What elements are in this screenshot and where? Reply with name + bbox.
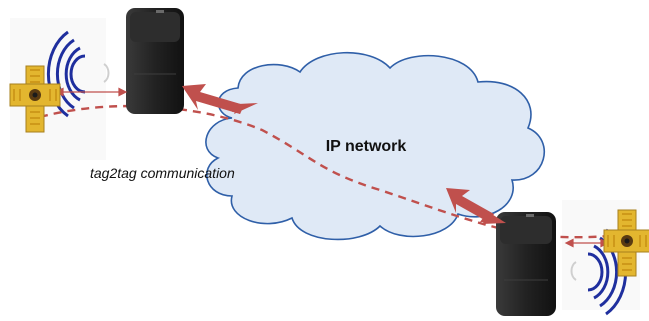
bidirectional-arrow-left [182, 84, 258, 114]
reader-device-left [126, 8, 184, 114]
radio-waves-left [46, 30, 86, 118]
signal-arc-right [570, 261, 577, 281]
reader-device-right [496, 212, 556, 316]
bidirectional-arrow-right [446, 188, 506, 224]
network-label: IP network [326, 138, 407, 155]
tag2tag-label: tag2tag communication [90, 165, 235, 181]
signal-arc-left [103, 63, 110, 83]
rfid-tag-right [603, 209, 649, 277]
rfid-tag-left [9, 65, 61, 133]
